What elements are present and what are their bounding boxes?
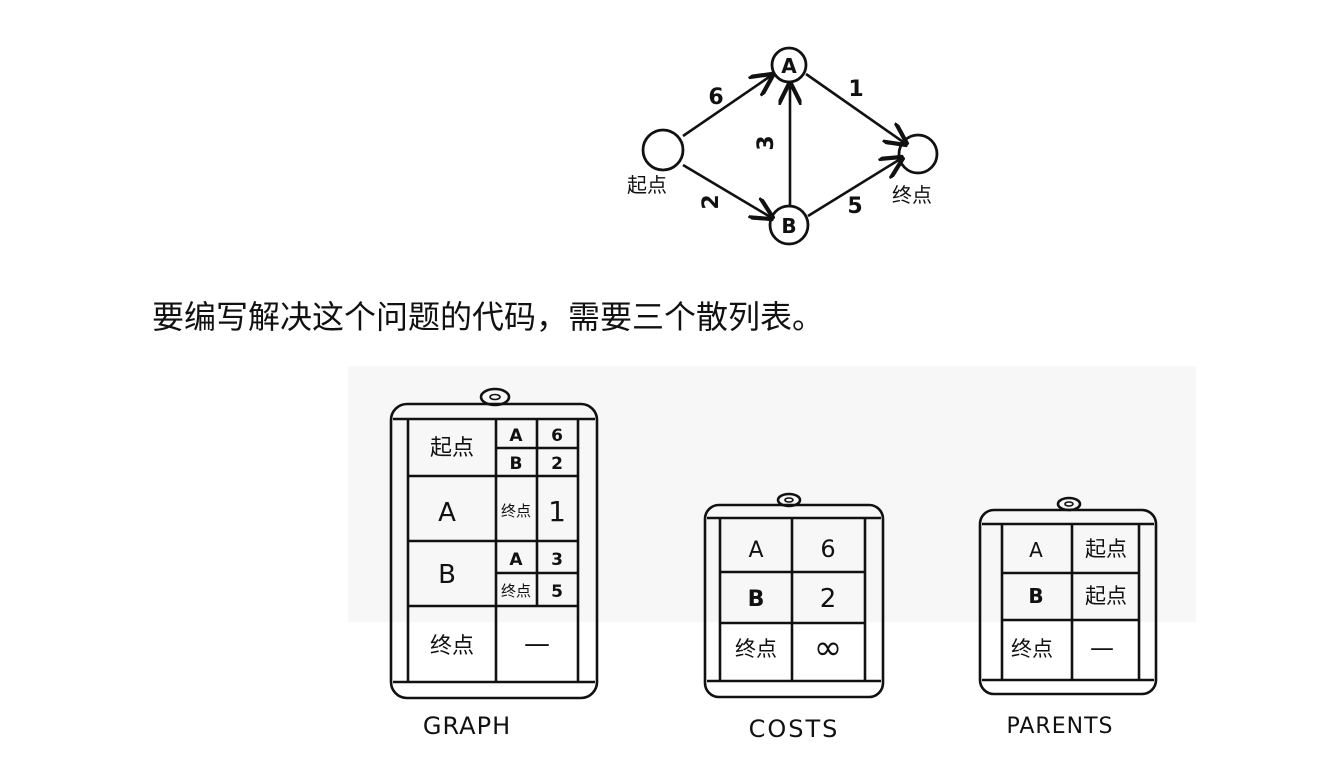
node-start-label: 起点 xyxy=(627,173,667,197)
costs-value-end: ∞ xyxy=(814,628,842,668)
costs-key-a: A xyxy=(748,538,763,563)
graph-neighbor-end-2: 终点 xyxy=(501,582,531,600)
graph-weight-b-end: 5 xyxy=(551,582,563,602)
parents-table-label: PARENTS xyxy=(1007,714,1114,739)
graph-neighbor-a-2: A xyxy=(509,550,523,570)
node-end-label: 终点 xyxy=(892,183,932,207)
edge-start-b xyxy=(682,163,772,218)
edge-b-end xyxy=(807,158,902,218)
costs-key-end: 终点 xyxy=(735,637,777,661)
parents-key-a: A xyxy=(1029,538,1043,562)
graph-hash-table xyxy=(389,387,599,700)
parents-hash-table xyxy=(978,496,1158,696)
graph-weight-a-end: 1 xyxy=(548,495,566,528)
graph-key-start: 起点 xyxy=(430,436,474,461)
costs-value-a: 6 xyxy=(820,535,835,563)
weight-a-end: 1 xyxy=(848,77,863,102)
node-start-circle xyxy=(641,128,685,172)
costs-table-label: COSTS xyxy=(749,715,840,743)
costs-key-b: B xyxy=(748,587,765,612)
caption-text: 要编写解决这个问题的代码，需要三个散列表。 xyxy=(152,298,825,336)
graph-key-a: A xyxy=(438,498,456,528)
graph-neighbor-a: A xyxy=(509,426,523,446)
graph-neighbor-b: B xyxy=(510,454,523,474)
graph-key-end: 终点 xyxy=(430,634,474,659)
weight-start-a: 6 xyxy=(708,85,723,110)
node-b-circle xyxy=(768,204,810,246)
weighted-graph-diagram: A B 起点 终点 6 2 3 1 5 xyxy=(627,46,939,246)
graph-weight-start-a: 6 xyxy=(551,426,563,446)
parents-value-end: — xyxy=(1090,634,1114,662)
graph-key-b: B xyxy=(438,560,456,590)
edge-start-a xyxy=(682,75,772,138)
parents-key-end: 终点 xyxy=(1011,637,1053,661)
parents-value-a: 起点 xyxy=(1085,537,1127,561)
graph-weight-b-a: 3 xyxy=(551,550,563,570)
parents-value-b: 起点 xyxy=(1085,584,1127,608)
weight-b-a: 3 xyxy=(754,135,779,150)
weight-b-end: 5 xyxy=(847,194,862,219)
node-end-circle xyxy=(897,133,939,175)
illustration-backdrop xyxy=(348,366,1196,622)
graph-end-empty: — xyxy=(524,629,550,659)
parents-key-b: B xyxy=(1028,584,1043,608)
graph-table-label: GRAPH xyxy=(423,712,511,740)
weight-start-b: 2 xyxy=(699,194,724,209)
node-a-label: A xyxy=(781,54,797,78)
costs-hash-table xyxy=(703,492,885,699)
costs-value-b: 2 xyxy=(820,584,837,614)
edge-a-end xyxy=(805,72,906,144)
graph-neighbor-end-1: 终点 xyxy=(501,502,531,520)
node-b-label: B xyxy=(781,214,796,238)
graph-weight-start-b: 2 xyxy=(551,454,563,474)
node-a-circle xyxy=(770,46,808,84)
